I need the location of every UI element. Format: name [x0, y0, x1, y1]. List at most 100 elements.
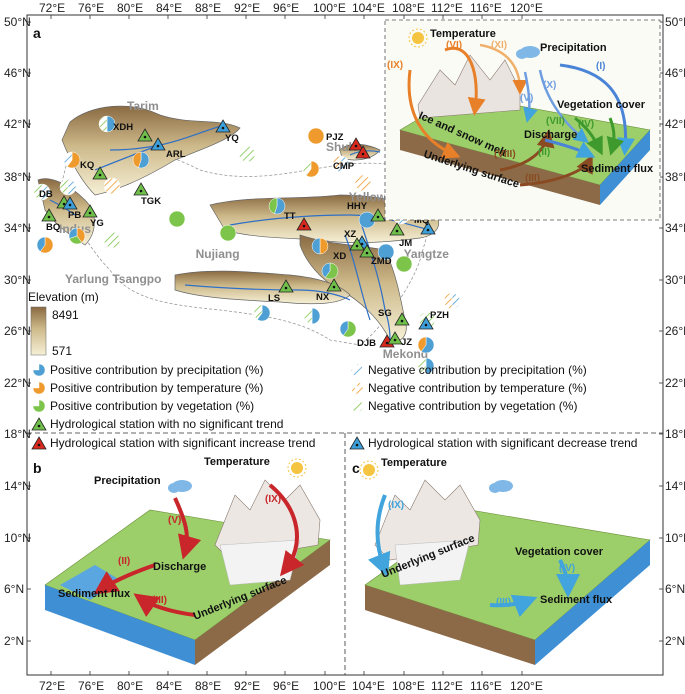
contribution-pie: [417, 357, 435, 375]
lon-label-top: 76°E: [78, 1, 104, 15]
lat-label-left: 6°N: [4, 582, 24, 596]
contribution-pie: [238, 145, 256, 163]
lat-label-left: 22°N: [4, 376, 31, 390]
pie-slice: [59, 178, 69, 196]
contribution-pie: [303, 307, 321, 325]
station-triangle-icon: [394, 312, 410, 326]
sun-icon: [408, 28, 428, 48]
pie-slice: [106, 115, 116, 133]
lat-label-right: 18°N: [665, 427, 685, 441]
lat-label-right: 50°N: [665, 15, 685, 29]
sun-icon: [359, 460, 379, 480]
inset-arrow-label: (V): [520, 93, 533, 104]
station-triangle-icon: [370, 208, 386, 222]
pie-slice: [253, 304, 263, 320]
station-xdh: XDH: [113, 122, 153, 142]
pie-slice: [219, 224, 237, 242]
station-jz: JZ: [387, 331, 412, 348]
station-mq: MQ: [414, 215, 436, 235]
panel-b-glacier: [219, 539, 301, 586]
panel-letter-a: a: [33, 25, 41, 41]
pie-slice: [311, 237, 321, 255]
lon-label-bottom: 96°E: [273, 679, 299, 693]
inset-label: Discharge: [524, 129, 577, 141]
contribution-pie: [98, 115, 116, 133]
legend-label: Hydrological station with significant de…: [368, 436, 637, 450]
pie-slice: [321, 262, 331, 278]
station-ls: LS: [268, 279, 294, 304]
station-triangle-icon: [82, 204, 98, 218]
station-nx: NX: [316, 278, 342, 303]
lat-label-left: 18°N: [4, 427, 31, 441]
latitude-right-axis: 50°N46°N42°N38°N34°N30°N26°N22°N18°N14°N…: [659, 15, 685, 648]
lat-label-left: 50°N: [4, 15, 31, 29]
station-label: PZH: [430, 310, 449, 321]
station-triangle-icon: [359, 244, 375, 258]
pie-slice: [305, 160, 320, 178]
pie-slice: [377, 243, 395, 261]
legend-item: Negative contribution by precipitation (…: [350, 363, 587, 377]
station-tt: TT: [284, 211, 312, 231]
pie-slice: [451, 292, 461, 310]
contribution-pie: [103, 177, 121, 195]
pie-slice: [268, 197, 278, 214]
legend-triangle-icon: [31, 436, 47, 450]
station-label: NX: [316, 292, 330, 303]
contribution-pie: [302, 160, 320, 178]
station-label: ARL: [166, 149, 186, 160]
inset-block-side: [600, 130, 650, 205]
panel-c-arrow-label: (III): [496, 597, 511, 608]
station-dot: [426, 228, 430, 232]
inset-label: Vegetation cover: [557, 99, 646, 111]
station-label: DJB: [357, 338, 376, 349]
station-xd: XD: [333, 237, 365, 262]
station-arl: ARL: [150, 137, 186, 160]
station-pb: PB: [62, 196, 81, 221]
legend-triangle-icon: [349, 436, 365, 450]
legend-item: Negative contribution by temperature (%): [350, 381, 587, 395]
lat-label-left: 26°N: [4, 324, 31, 338]
pie-slice: [103, 231, 121, 249]
station-bq: BQ: [41, 208, 60, 233]
station-djb: DJB: [357, 334, 395, 349]
basin-label: Nujiang: [196, 247, 240, 261]
basin-labels: TarimShuleYellowIndusNujiangYangtzeYarlu…: [59, 99, 449, 361]
lon-label-top: 80°E: [117, 1, 143, 15]
panel-b-arrow-label: (II): [118, 556, 130, 567]
legend-label: Negative contribution by vegetation (%): [368, 399, 577, 413]
contribution-pie: [332, 155, 350, 173]
pie-slice: [132, 151, 142, 168]
inset-arrow-label: (VI): [446, 40, 462, 51]
station-dot: [400, 319, 404, 323]
station-label: JM: [399, 238, 412, 249]
panel-b-label: Temperature: [204, 456, 270, 468]
basin-label: Tarim: [127, 99, 159, 113]
contribution-pie: [268, 197, 286, 215]
station-triangle-icon: [420, 221, 436, 235]
station-label: ZMD: [371, 256, 392, 267]
station-triangle-icon: [150, 137, 166, 151]
station-triangle-icon: [92, 166, 108, 180]
panel-c-block-side: [535, 540, 650, 665]
contribution-pie: [132, 151, 150, 169]
station-dot: [332, 285, 336, 289]
pie-slice: [238, 145, 256, 163]
pie-slice: [354, 174, 372, 192]
contribution-pie: [443, 292, 461, 310]
panel-b-label: Precipitation: [94, 475, 161, 487]
station-dot: [395, 229, 399, 233]
basin-label: Yangtze: [404, 247, 450, 261]
inset-arrow-label: (III): [525, 173, 540, 184]
panel-b-arrow-label: (III): [152, 595, 167, 606]
lat-label-right: 38°N: [665, 170, 685, 184]
elevation-colorbar: [30, 306, 47, 356]
lat-label-right: 34°N: [665, 221, 685, 235]
station-sg: SG: [378, 308, 410, 326]
legend-item: Hydrological station with significant in…: [31, 436, 315, 450]
station-label: DB: [39, 189, 53, 200]
pie-slice: [425, 357, 435, 375]
lon-label-bottom: 108°E: [392, 679, 425, 693]
station-dot: [98, 173, 102, 177]
